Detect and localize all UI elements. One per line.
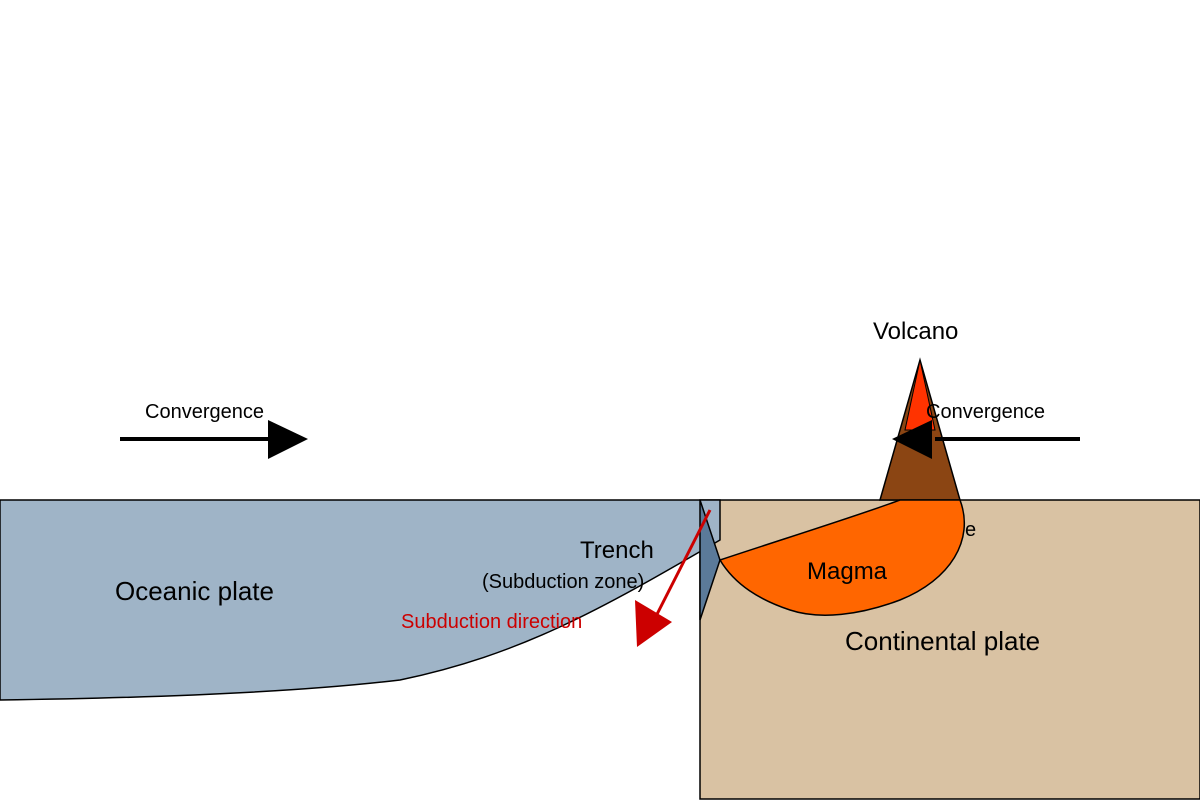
obscured-label-fragment-2: e [965, 519, 977, 541]
convergence-arrow-right-head [892, 420, 932, 459]
convergence-right-label: Convergence [926, 401, 1045, 423]
magma-chamber [718, 499, 965, 616]
subduction-direction-label: Subduction direction [401, 611, 583, 633]
subduction-arrow-head [635, 600, 672, 647]
subduction-zone-label: (Subduction zone) [482, 571, 645, 593]
subduction-arrow-shaft [648, 509, 712, 629]
trench-label: Trench [580, 537, 654, 564]
continental-plate-label: Continental plate [845, 626, 1041, 656]
oceanic-plate-label: Oceanic plate [115, 576, 274, 606]
convergence-left-label: Convergence [145, 401, 264, 423]
trench-wedge [699, 499, 721, 621]
volcano-label: Volcano [873, 318, 959, 345]
magma-label: Magma [807, 558, 888, 585]
oceanic-plate [0, 499, 721, 701]
convergence-arrow-left-head [268, 420, 308, 459]
